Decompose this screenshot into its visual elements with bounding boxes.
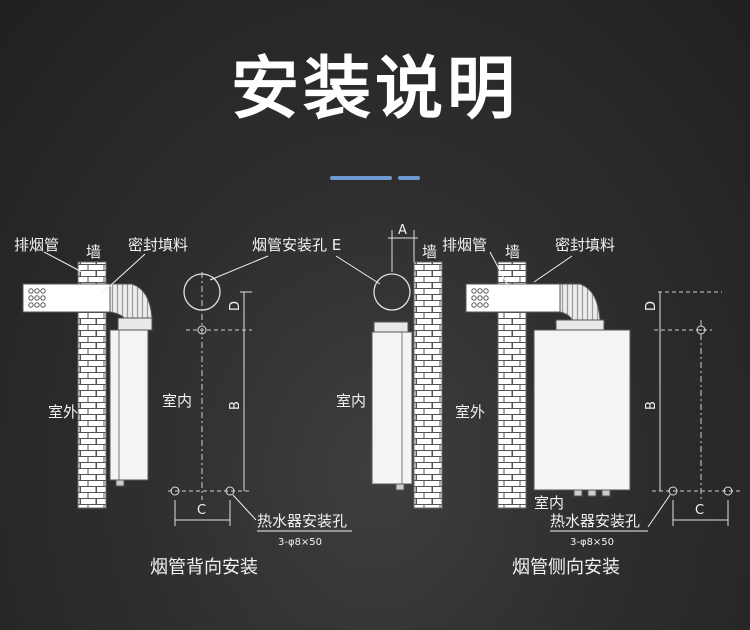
middle-heater-body <box>371 331 413 485</box>
middle-flue-hole-e <box>373 273 411 311</box>
middle-figure: A 墙 室内 <box>336 223 443 509</box>
right-outdoor-label: 室外 <box>455 403 485 421</box>
right-exhaust-pipe <box>465 283 567 313</box>
left-pipe-collar <box>117 317 153 331</box>
left-dim-b: B <box>228 401 243 410</box>
right-figure: 排烟管 墙 密封填料 室外 室内 D B C 热水器安装孔 3-φ8×50 烟管 <box>442 236 740 578</box>
left-figure: 排烟管 墙 密封填料 室外 室内 D B C 热水器安装孔 3- <box>14 236 352 578</box>
right-pipe-collar <box>555 319 605 331</box>
left-exhaust-pipe <box>22 283 114 313</box>
middle-heater-outlet <box>395 483 405 491</box>
left-heater-body <box>109 329 149 481</box>
right-dim-b: B <box>644 401 659 410</box>
right-heater-fittings <box>573 489 611 497</box>
middle-brick-wall <box>413 261 443 509</box>
left-sealant-leader <box>99 253 146 296</box>
left-dim-c: C <box>197 503 206 518</box>
right-caption: 烟管侧向安装 <box>512 557 620 578</box>
flue-hole-callout: 烟管安装孔 E <box>209 236 381 285</box>
right-mounting-holes <box>668 325 733 496</box>
right-wall-label: 墙 <box>505 243 520 261</box>
flue-leader-left <box>209 255 269 281</box>
left-hole-label: 热水器安装孔 <box>257 512 347 530</box>
title-underline-long <box>330 176 392 180</box>
right-pipe-elbow <box>559 283 601 321</box>
flue-hole-label: 烟管安装孔 E <box>252 236 341 254</box>
middle-indoor-label: 室内 <box>336 392 366 410</box>
left-indoor-label: 室内 <box>162 392 192 410</box>
page-title: 安装说明 <box>230 50 519 129</box>
left-wall-label: 墙 <box>86 243 101 261</box>
right-sealant-label: 密封填料 <box>555 236 615 254</box>
middle-wall-label: 墙 <box>422 243 437 261</box>
middle-heater-bracket <box>373 321 409 333</box>
right-dim-c: C <box>695 503 704 518</box>
left-heater-outlet <box>115 479 125 487</box>
left-mounting-holes <box>170 325 235 496</box>
flue-leader-right <box>335 255 381 285</box>
right-sealant-leader <box>533 255 573 283</box>
middle-dim-a: A <box>398 223 407 238</box>
left-pipe-elbow <box>109 283 153 319</box>
right-pipe-grille <box>471 288 489 308</box>
left-outdoor-label: 室外 <box>48 403 78 421</box>
left-pipe-grille <box>28 288 46 308</box>
left-hole-leader <box>232 494 257 521</box>
left-sealant-label: 密封填料 <box>128 236 188 254</box>
right-pipe-leader <box>489 251 511 291</box>
right-heater-front <box>533 329 631 491</box>
right-exhaust-pipe-label: 排烟管 <box>442 236 487 254</box>
right-indoor-label: 室内 <box>534 494 564 512</box>
right-hole-leader <box>647 494 671 528</box>
left-hole-spec: 3-φ8×50 <box>278 537 322 548</box>
right-hole-label: 热水器安装孔 <box>550 512 640 530</box>
right-hole-spec: 3-φ8×50 <box>570 537 614 548</box>
left-exhaust-pipe-label: 排烟管 <box>14 236 59 254</box>
title-underline-short <box>398 176 420 180</box>
left-dim-d: D <box>228 301 243 311</box>
right-dim-d: D <box>644 301 659 311</box>
left-pipe-leader <box>43 251 83 273</box>
left-caption: 烟管背向安装 <box>150 557 258 578</box>
